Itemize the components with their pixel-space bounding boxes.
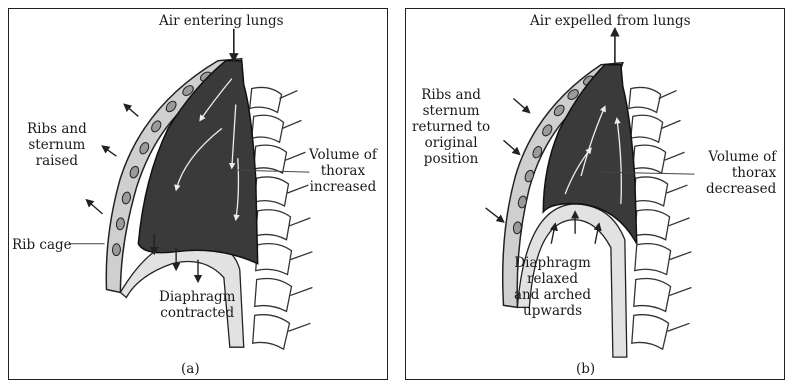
ribs-returned-label: Ribs and sternum returned to original po… — [412, 87, 490, 167]
expiration-panel: Air expelled from lungs Ribs and sternum… — [405, 8, 785, 380]
panel-b-caption: (b) — [576, 361, 595, 377]
panel-a-caption: (a) — [181, 361, 200, 377]
volume-decreased-label: Volume of thorax decreased — [706, 149, 776, 197]
volume-increased-label: Volume of thorax increased — [309, 147, 377, 195]
lung-cavity — [138, 61, 257, 264]
diaphragm-contracted-label: Diaphragm contracted — [159, 289, 235, 321]
ribcage-label: Rib cage — [12, 237, 72, 253]
diaphragm-relaxed-label: Diaphragm relaxed and arched upwards — [514, 255, 591, 319]
air-entering-label: Air entering lungs — [159, 13, 284, 29]
spine — [250, 87, 313, 349]
spine — [629, 87, 692, 349]
inspiration-panel: Air entering lungs Ribs and sternum rais… — [8, 8, 388, 380]
air-expelled-label: Air expelled from lungs — [530, 13, 691, 29]
ribs-raised-label: Ribs and sternum raised — [27, 121, 87, 169]
